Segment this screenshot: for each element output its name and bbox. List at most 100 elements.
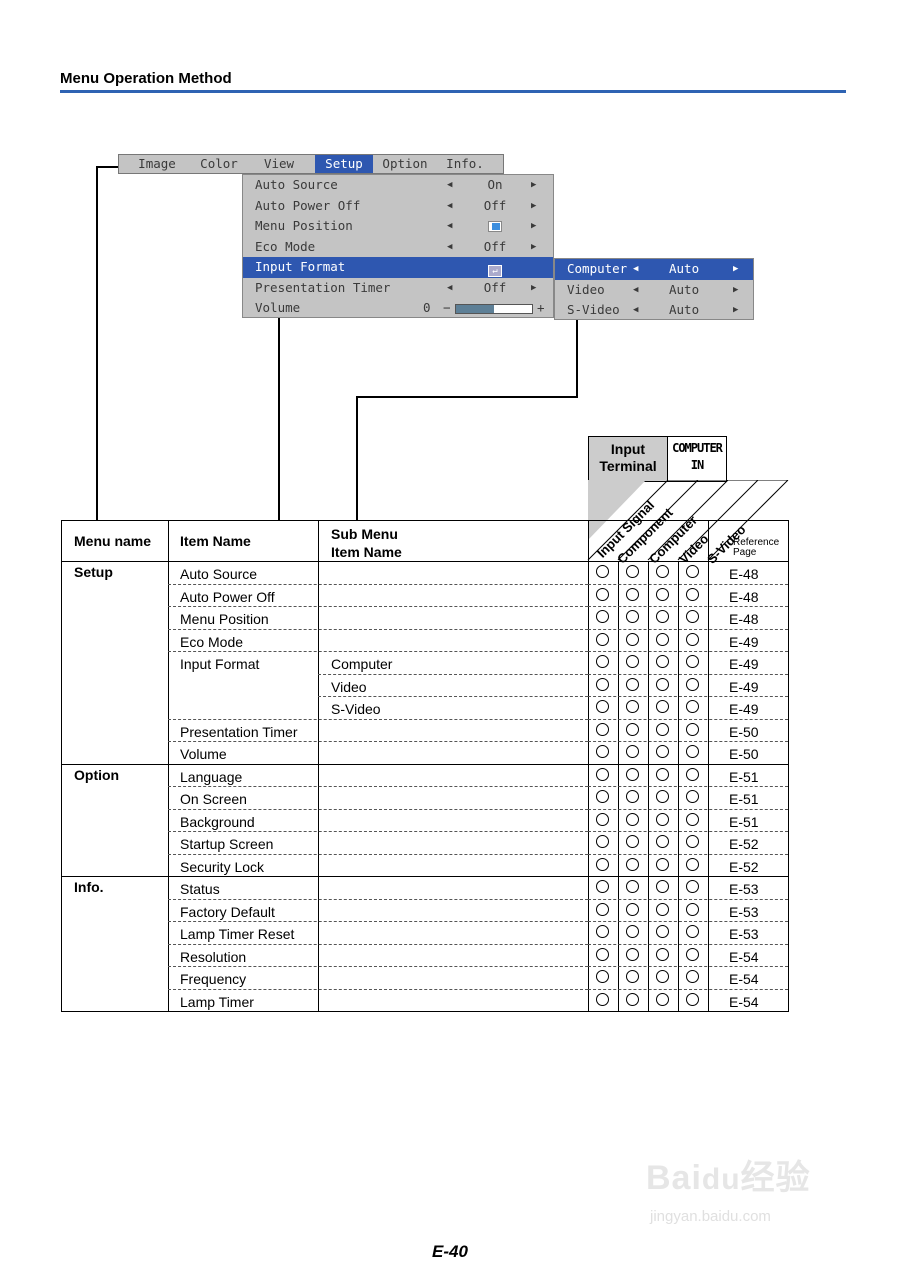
- availability-circle-icon: [626, 745, 639, 758]
- reference-page-cell: E-48: [729, 611, 759, 627]
- reference-page-cell: E-53: [729, 881, 759, 897]
- row-divider: [168, 741, 588, 742]
- osd-menu-bar: Image Color View Setup Option Info.: [118, 154, 504, 174]
- table-column-rule: [168, 520, 169, 1011]
- reference-page-cell: E-50: [729, 746, 759, 762]
- connector-line: [96, 166, 118, 168]
- left-arrow-icon[interactable]: ◀: [447, 221, 453, 231]
- right-arrow-icon[interactable]: ▶: [531, 282, 537, 293]
- right-arrow-icon[interactable]: ▶: [733, 264, 739, 274]
- availability-circle-icon: [626, 587, 639, 601]
- reference-page-cell: E-49: [729, 678, 759, 695]
- minus-icon[interactable]: −: [443, 300, 451, 315]
- availability-circle-icon: [656, 722, 669, 736]
- menu-tab-info[interactable]: Info.: [446, 156, 484, 171]
- reference-page-cell: E-49: [729, 701, 759, 717]
- row-divider: [588, 943, 788, 945]
- menu-tab-view[interactable]: View: [263, 156, 295, 171]
- availability-circle-icon: [686, 857, 699, 871]
- left-arrow-icon[interactable]: ◀: [447, 200, 453, 211]
- right-arrow-icon[interactable]: ▶: [531, 200, 537, 211]
- item-name-cell: Auto Source: [180, 566, 258, 582]
- row-divider: [588, 786, 788, 787]
- group-divider: [61, 763, 788, 765]
- format-row-computer[interactable]: Computer ◀ Auto ▶: [555, 259, 753, 280]
- availability-circle-icon: [686, 565, 699, 578]
- sub-menu-cell: Video: [331, 678, 367, 695]
- menu-tab-setup[interactable]: Setup: [315, 155, 373, 173]
- left-arrow-icon[interactable]: ◀: [633, 305, 639, 315]
- menu-tab-color[interactable]: Color: [200, 156, 238, 171]
- format-row-s-video[interactable]: S-Video ◀ Auto ▶: [555, 300, 753, 321]
- setup-row-eco-mode[interactable]: Eco Mode ◀ Off ▶: [243, 237, 553, 258]
- right-arrow-icon[interactable]: ▶: [733, 305, 739, 315]
- left-arrow-icon[interactable]: ◀: [447, 282, 453, 293]
- item-name-cell: Lamp Timer: [180, 993, 254, 1010]
- availability-circle-icon: [656, 902, 669, 916]
- format-row-value: Auto: [669, 302, 700, 317]
- table-border: [61, 1011, 788, 1012]
- item-name-cell: Menu Position: [180, 611, 269, 627]
- setup-row-auto-power-off[interactable]: Auto Power Off ◀ Off ▶: [243, 196, 553, 217]
- menu-name-cell: Option: [74, 766, 120, 783]
- item-name-cell: Background: [180, 813, 255, 830]
- enter-icon[interactable]: ↵: [473, 257, 517, 278]
- setup-row-presentation-timer[interactable]: Presentation Timer ◀ Off ▶: [243, 278, 553, 299]
- availability-circle-icon: [686, 790, 699, 803]
- header-line: Item Name: [331, 544, 402, 560]
- row-divider: [588, 673, 788, 675]
- header-line: Sub Menu: [331, 526, 398, 542]
- left-arrow-icon[interactable]: ◀: [633, 284, 639, 295]
- setup-row-label: Eco Mode: [255, 238, 316, 254]
- row-divider: [318, 696, 588, 697]
- table-column-rule: [318, 520, 319, 1011]
- volume-slider[interactable]: [455, 304, 533, 314]
- setup-row-value: Off: [483, 238, 507, 254]
- availability-circle-icon: [686, 722, 699, 736]
- reference-page-cell: E-49: [729, 633, 759, 650]
- reference-page-cell: E-51: [729, 768, 759, 785]
- availability-circle-icon: [626, 722, 639, 736]
- connector-line: [576, 320, 578, 397]
- reference-page-cell: E-48: [729, 588, 759, 605]
- availability-circle-icon: [596, 992, 609, 1006]
- right-arrow-icon[interactable]: ▶: [531, 180, 537, 190]
- left-arrow-icon[interactable]: ◀: [633, 264, 639, 274]
- setup-row-auto-source[interactable]: Auto Source ◀ On ▶: [243, 175, 553, 196]
- menu-tab-option[interactable]: Option: [382, 156, 428, 171]
- availability-circle-icon: [686, 610, 699, 623]
- availability-circle-icon: [656, 767, 669, 781]
- availability-circle-icon: [686, 835, 699, 848]
- setup-row-input-format[interactable]: Input Format ↵: [243, 257, 553, 278]
- setup-row-menu-position[interactable]: Menu Position ◀ ▶: [243, 216, 553, 237]
- row-divider: [588, 583, 788, 585]
- sub-menu-cell: Computer: [331, 656, 393, 672]
- right-arrow-icon[interactable]: ▶: [531, 241, 537, 252]
- availability-circle-icon: [686, 700, 699, 713]
- availability-circle-icon: [596, 610, 609, 623]
- availability-circle-icon: [626, 610, 639, 623]
- setup-row-volume[interactable]: Volume 0 − +: [243, 298, 553, 319]
- availability-circle-icon: [686, 992, 699, 1006]
- availability-circle-icon: [656, 610, 669, 623]
- format-row-video[interactable]: Video ◀ Auto ▶: [555, 280, 753, 301]
- left-arrow-icon[interactable]: ◀: [447, 180, 453, 190]
- item-name-cell: Factory Default: [180, 903, 275, 920]
- menu-tab-image[interactable]: Image: [138, 156, 176, 171]
- right-arrow-icon[interactable]: ▶: [733, 284, 739, 295]
- availability-circle-icon: [626, 700, 639, 713]
- row-divider: [168, 988, 588, 990]
- availability-circle-icon: [596, 812, 609, 826]
- right-arrow-icon[interactable]: ▶: [531, 221, 537, 231]
- availability-circle-icon: [596, 677, 609, 691]
- reference-page-header: Reference Page: [733, 538, 779, 558]
- availability-circle-icon: [656, 632, 669, 646]
- table-border: [61, 520, 62, 1011]
- reference-page-cell: E-52: [729, 836, 759, 852]
- plus-icon[interactable]: +: [537, 300, 545, 315]
- availability-circle-icon: [686, 767, 699, 781]
- row-divider: [588, 831, 788, 832]
- reference-page-cell: E-52: [729, 858, 759, 875]
- availability-circle-icon: [626, 565, 639, 578]
- left-arrow-icon[interactable]: ◀: [447, 241, 453, 252]
